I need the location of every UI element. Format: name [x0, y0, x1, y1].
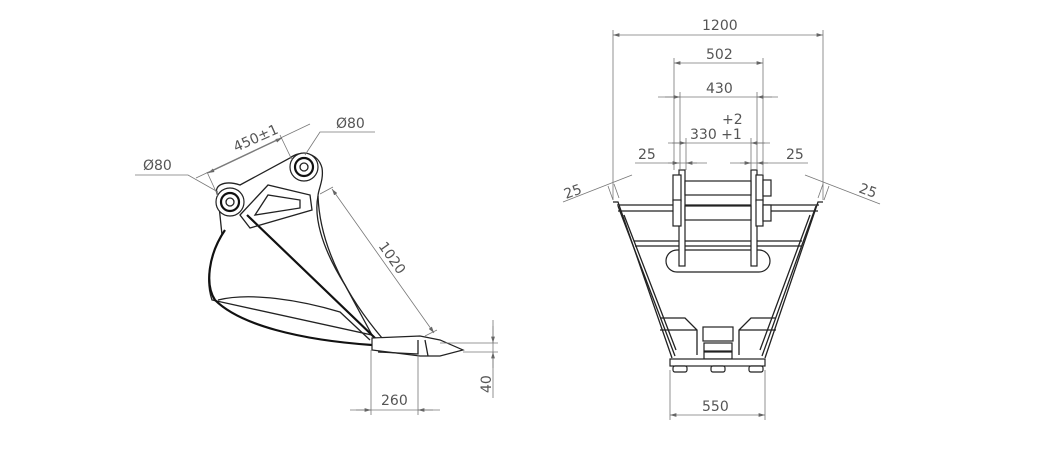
dim-ear-width: 430: [706, 81, 733, 97]
dim-inner-tol-upper: +2: [722, 112, 743, 128]
dim-inner-ear-width: 330 +1: [690, 127, 742, 143]
dim-tooth-length: 260: [381, 393, 408, 409]
dim-outer-ear-width: 502: [706, 47, 733, 63]
bottom-plate: [669, 358, 766, 367]
bucket-side-outline: [208, 152, 374, 336]
dim-pin-diameter-right: Ø80: [336, 116, 365, 132]
dim-side-plate-left: 25: [562, 182, 584, 203]
pin-lower: [672, 199, 772, 227]
dim-tooth-height: 40: [479, 375, 495, 393]
bucket-back-line: [317, 195, 383, 339]
oval-slot: [665, 249, 771, 273]
cross-beam-mid: [634, 240, 802, 247]
dim-overall-width: 1200: [702, 18, 738, 34]
bucket-shell: [208, 229, 373, 347]
pin-right: [289, 152, 319, 182]
dim-ear-thickness-left: 25: [638, 147, 656, 163]
dim-length: 1020: [375, 239, 409, 277]
bucket-side-line: [246, 214, 376, 339]
pin-upper: [672, 174, 772, 202]
teeth-front: [672, 365, 764, 373]
side-view: Ø80 Ø80 450±1 1020 260 40: [135, 116, 498, 415]
tooth-adapter: [377, 339, 429, 357]
bucket-front-outline: [613, 201, 823, 359]
bottom-block: [660, 317, 776, 355]
dim-pin-diameter-left: Ø80: [143, 158, 172, 174]
bracket-frame: [239, 184, 313, 229]
front-view: 1200 502 430 +2 330 +1 25 25 25 25 550: [562, 18, 881, 420]
dim-ear-thickness-right: 25: [786, 147, 804, 163]
dim-side-plate-right: 25: [857, 181, 879, 202]
dim-bottom-width: 550: [702, 399, 729, 415]
pin-left: [215, 187, 245, 217]
